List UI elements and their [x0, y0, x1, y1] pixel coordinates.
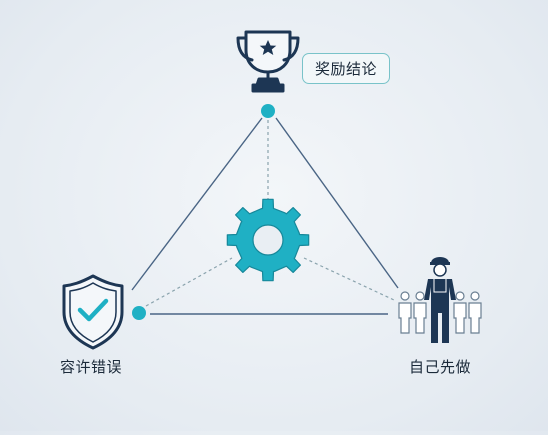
leader-with-team-icon [398, 257, 482, 343]
leader-worker-icon [424, 257, 456, 343]
label-reward-conclusion: 奖励结论 [302, 53, 391, 84]
node-left-dot [132, 306, 146, 320]
trophy-icon [236, 30, 300, 93]
center-spokes [145, 120, 395, 307]
triangle-edges [131, 117, 399, 315]
spoke-right [303, 257, 395, 301]
team-member-icon [468, 291, 482, 334]
team-member-icon [398, 291, 412, 334]
shield-check-icon [62, 274, 124, 350]
team-member-icon [413, 291, 427, 334]
node-top-dot [261, 104, 275, 118]
label-allow-mistakes: 容许错误 [60, 358, 123, 376]
gear-hole [252, 224, 284, 256]
team-member-icon [453, 291, 467, 334]
edge-top-right [275, 117, 399, 289]
spoke-left [145, 257, 233, 307]
edge-top-left [131, 117, 263, 291]
label-lead-by-example: 自己先做 [409, 358, 472, 376]
gear-icon [226, 198, 310, 282]
